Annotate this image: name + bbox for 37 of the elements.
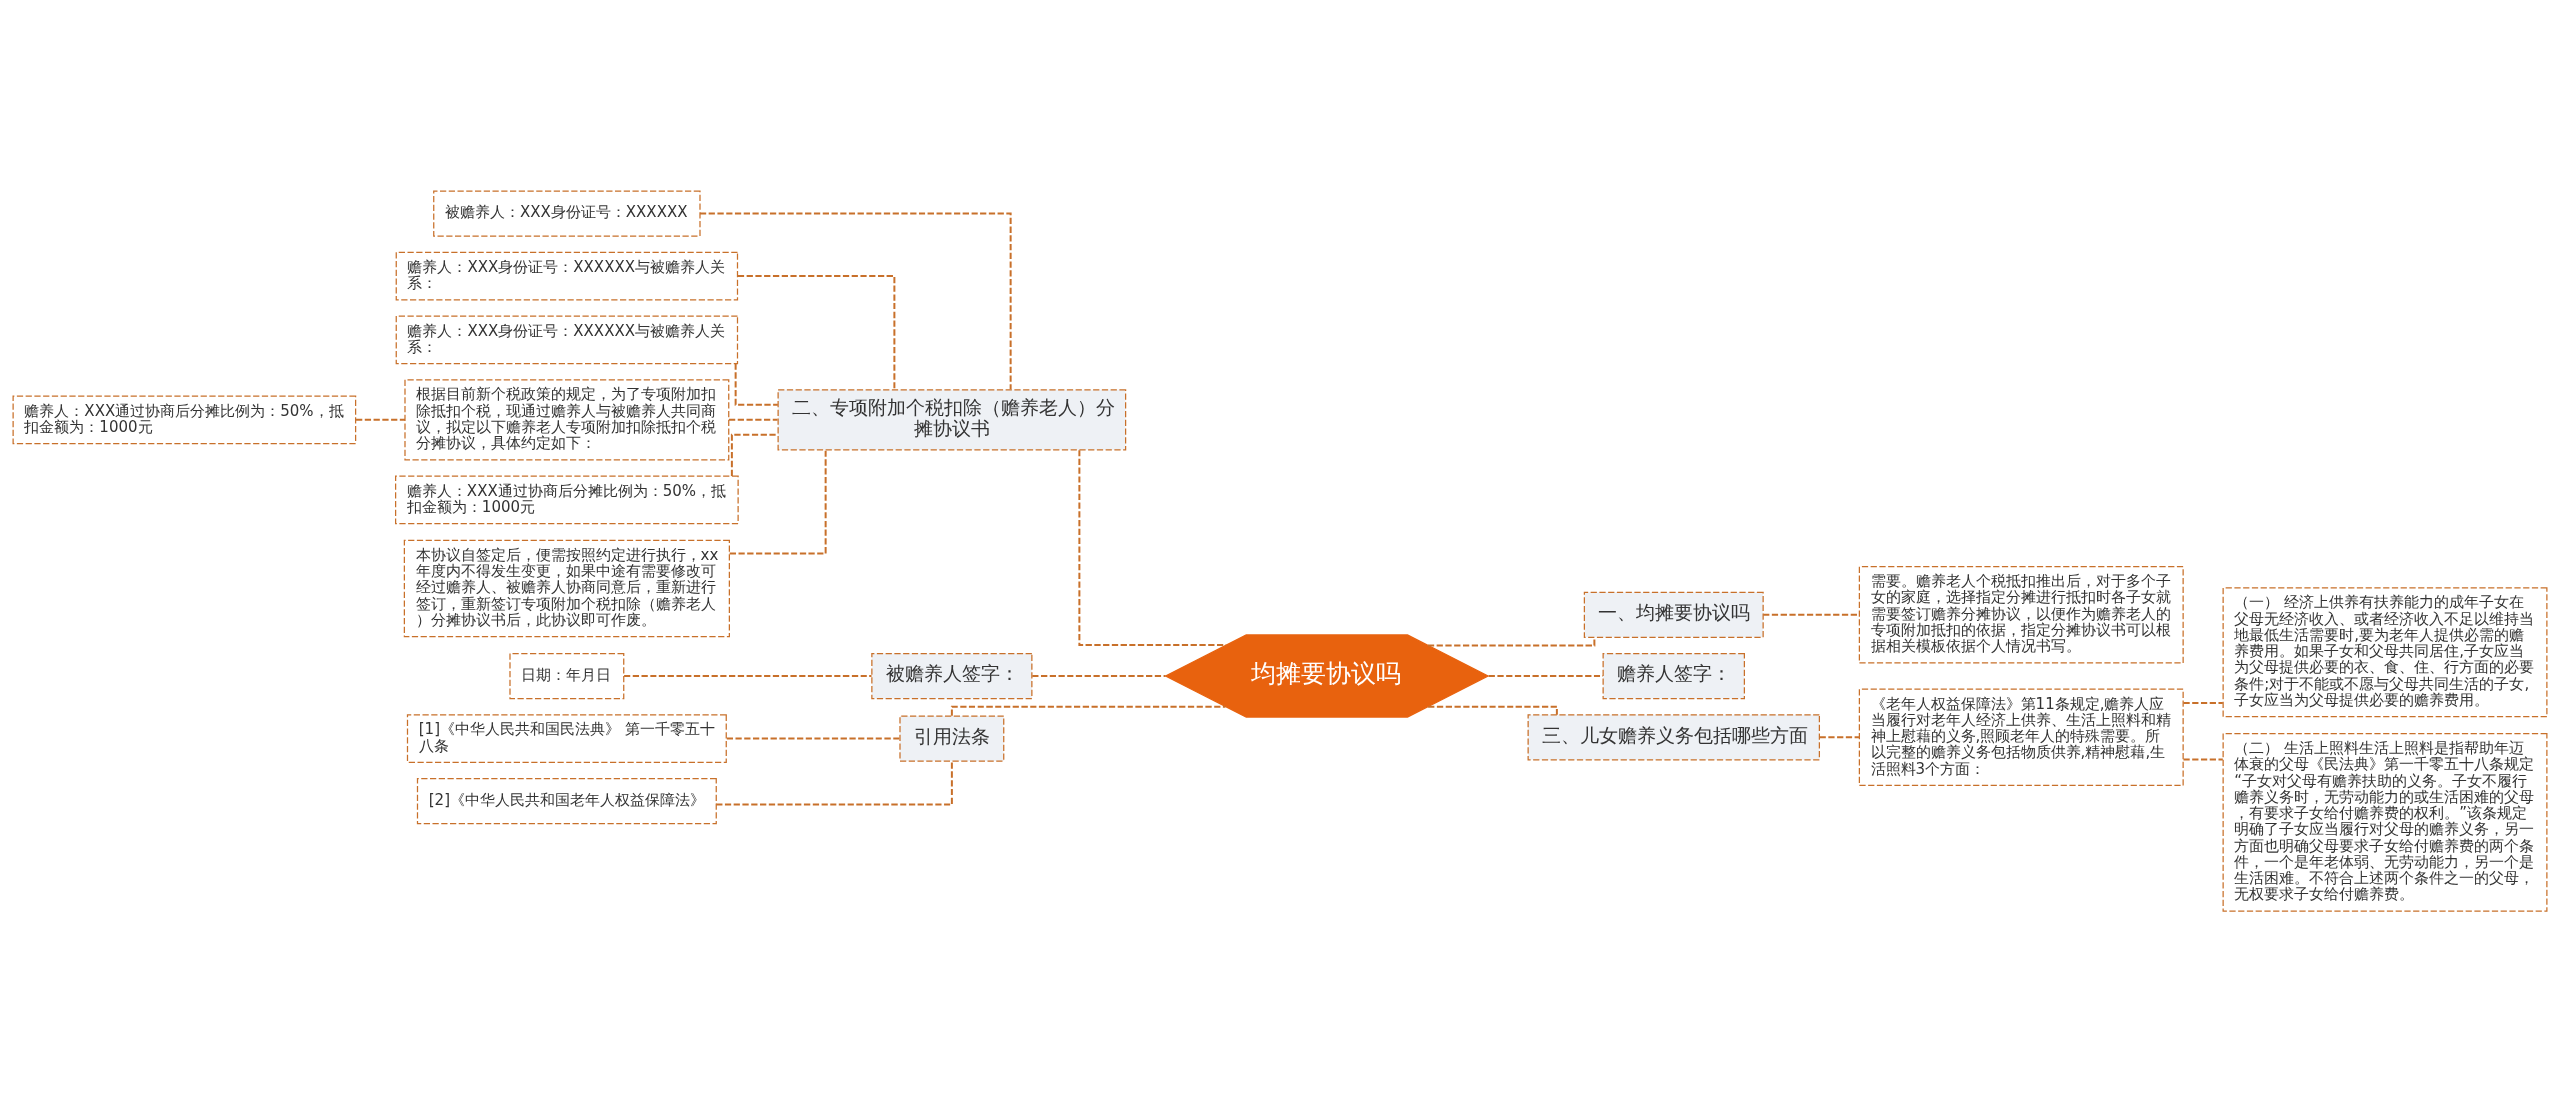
connector (1818, 735, 1860, 738)
node-box: 三、儿女赡养义务包括哪些方面 (1527, 713, 1820, 760)
connector (736, 274, 896, 391)
node-box: 二、专项附加个税扣除（赡养老人）分摊协议书 (777, 388, 1127, 450)
connector (2182, 757, 2224, 760)
node-box: 《老年人权益保障法》第11条规定,赡养人应当履行对老年人经济上供养、生活上照料和精神上慰藉的义务,照顾老年人的特殊需要。所以完整的赡养义务包括物质供养,精神慰藉,生活照料3个方面： (1858, 688, 2184, 786)
node-box: 被赡养人：XXX身份证号：XXXXXX (433, 189, 701, 237)
node-box: 赡养人：XXX通过协商后分摊比例为：50%，抵扣金额为：1000元 (395, 474, 739, 524)
node-box: 本协议自签定后，便需按照约定进行执行，xx年度内不得发生变更，如果中途有需要修改可经过赡养人、被赡养人协商同意后，重新进行签订，重新签订专项附加个税扣除（赡养老人）分摊协议书后，此协议即可作废。 (403, 539, 730, 637)
node-box: 日期：年月日 (509, 652, 625, 699)
node-box: 被赡养人签字： (871, 652, 1033, 699)
connector (728, 418, 779, 421)
node-box: 一、均摊要协议吗 (1583, 591, 1764, 638)
node-box: 赡养人：XXX身份证号：XXXXXX与被赡养人关系： (395, 251, 739, 300)
node-box: [1]《中华人民共和国民法典》 第一千零五十八条 (406, 713, 727, 763)
connector (728, 448, 827, 554)
connector (725, 737, 901, 739)
node-box: （一） 经济上供养有扶养能力的成年子女在父母无经济收入、或者经济收入不足以维持当地最低生活需要时,要为老年人提供必需的赡养费用。如果子女和父母共同居住,子女应当为父母提供必要的衣、食、住、行方面的必要条件;对于不能或不愿与父母共同生活的子女,子女应当为父母提供必要的赡养费用。 (2222, 586, 2548, 717)
node-box: 根据目前新个税政策的规定，为了专项附加扣除抵扣个税，现通过赡养人与被赡养人共同商议，拟定以下赡养老人专项附加扣除抵扣个税分摊协议，具体约定如下： (404, 378, 730, 460)
connector (355, 418, 406, 421)
connector (1487, 674, 1604, 677)
connector (734, 362, 779, 406)
node-box: 引用法条 (899, 714, 1005, 762)
connector (623, 674, 873, 677)
connector (950, 705, 1227, 717)
connector (715, 759, 953, 805)
connector (2182, 701, 2224, 704)
connector (1427, 705, 1558, 716)
node-box: 赡养人签字： (1602, 652, 1745, 699)
node-box: 需要。赡养老人个税抵扣推出后，对于多个子女的家庭，选择指定分摊进行抵扣时各子女就需要签订赡养分摊协议，以便作为赡养老人的专项附加抵扣的依据，指定分摊协议书可以根据相关模板依据个人情况书写。 (1858, 565, 2184, 663)
node-box: （二） 生活上照料生活上照料是指帮助年迈体衰的父母《民法典》第一千零五十八条规定“子女对父母有赡养扶助的义务。子女不履行赡养义务时，无劳动能力的或生活困难的父母，有要求子女给付赡养费的权利。”该条规定明确了子女应当履行对父母的赡养义务，另一方面也明确父母要求子女给付赡养费的两个条件，一个是年老体弱、无劳动能力，另一个是生活困难。不符合上述两个条件之一的父母，无权要求子女给付赡养费。 (2222, 732, 2548, 912)
connector (730, 433, 779, 477)
connector (1031, 674, 1167, 677)
node-box: [2]《中华人民共和国老年人权益保障法》 (416, 777, 717, 824)
node-box: 赡养人：XXX身份证号：XXXXXX与被赡养人关系： (395, 314, 739, 364)
node-box: 赡养人：XXX通过协商后分摊比例为：50%，抵扣金额为：1000元 (12, 394, 357, 444)
connector (699, 212, 1012, 390)
